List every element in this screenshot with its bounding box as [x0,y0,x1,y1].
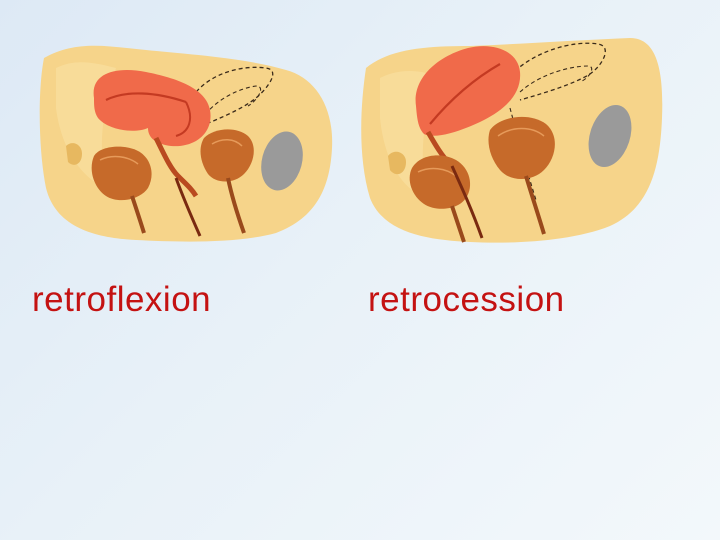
retroflexion-diagram [36,28,336,248]
retrocession-diagram [360,28,665,250]
retroflexion-illustration [36,28,336,248]
retrocession-illustration [360,28,665,250]
retrocession-caption: retrocession [368,280,565,320]
retroflexion-caption: retroflexion [32,280,211,320]
